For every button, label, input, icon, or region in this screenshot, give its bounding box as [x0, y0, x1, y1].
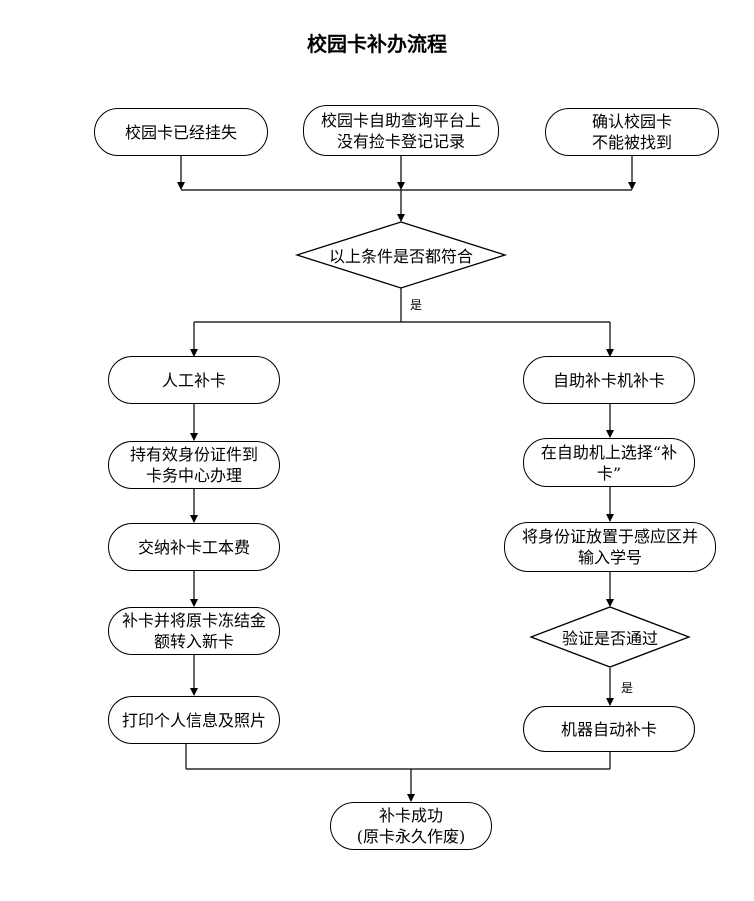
- decision-yes-label: 是: [410, 298, 423, 312]
- verify-text: 验证是否通过: [561, 629, 658, 648]
- self-service-title: 自助补卡机补卡: [523, 356, 695, 404]
- manual-step-transfer: 补卡并将原卡冻结金 额转入新卡: [108, 607, 280, 655]
- verify-yes-label: 是: [621, 681, 634, 695]
- page-title: 校园卡补办流程: [307, 32, 447, 56]
- manual-title: 人工补卡: [108, 356, 280, 404]
- verify-diamond: [529, 606, 691, 668]
- decision-text: 以上条件是否都符合: [328, 247, 473, 266]
- manual-step-print: 打印个人信息及照片: [108, 696, 280, 744]
- condition-no-record: 校园卡自助查询平台上 没有捡卡登记记录: [303, 105, 499, 156]
- condition-card-lost: 校园卡已经挂失: [94, 108, 268, 156]
- success-node: 补卡成功 (原卡永久作废): [330, 802, 492, 850]
- self-step-select: 在自助机上选择“补 卡”: [523, 438, 695, 487]
- self-step-scan-id: 将身份证放置于感应区并 输入学号: [504, 522, 716, 572]
- manual-step-id: 持有效身份证件到 卡务中心办理: [108, 441, 280, 489]
- condition-not-found: 确认校园卡 不能被找到: [545, 108, 719, 156]
- manual-step-fee: 交纳补卡工本费: [108, 523, 280, 571]
- decision-diamond: [294, 221, 508, 289]
- self-step-auto: 机器自动补卡: [523, 706, 695, 752]
